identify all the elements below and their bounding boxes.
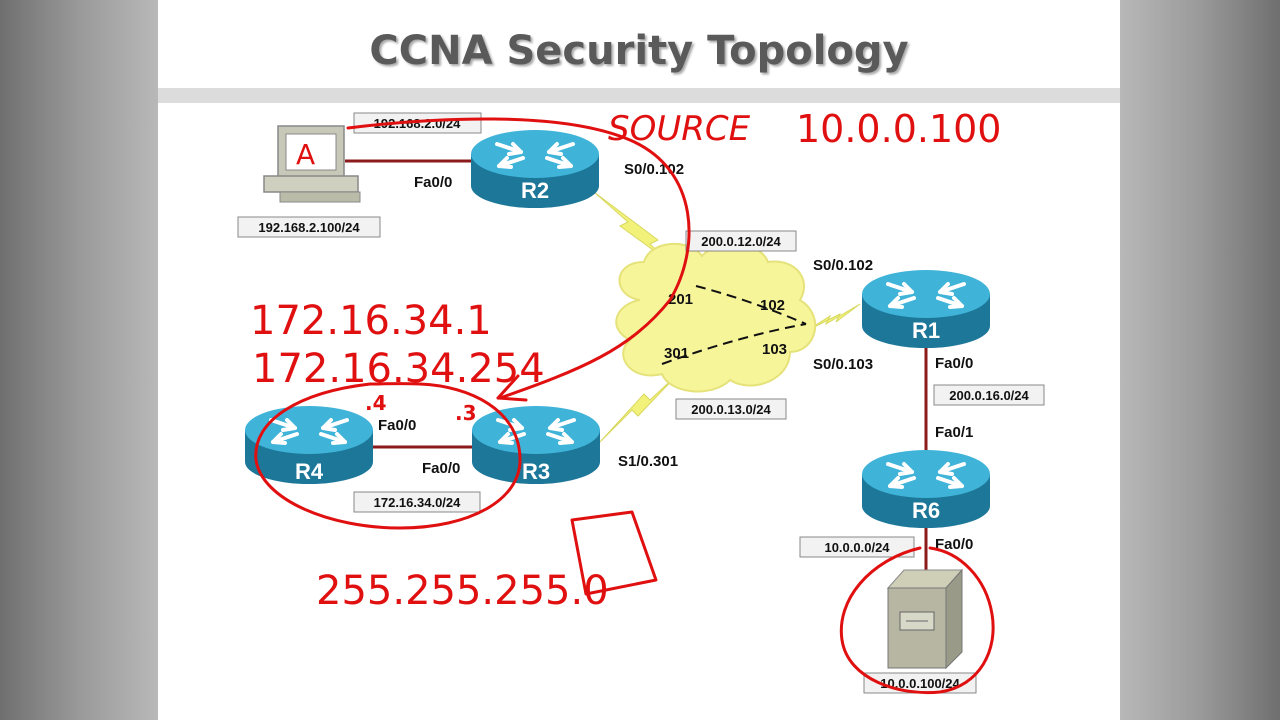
- source-ip: 10.0.0.100: [796, 107, 1001, 151]
- serial-link-r1-icon: [807, 303, 861, 331]
- router-r6[interactable]: R6: [860, 448, 992, 530]
- handwritten-annotations: A SOURCE 10.0.0.100 172.16.34.1 172.16.3…: [250, 107, 1001, 695]
- slide-title: CCNA Security Topology: [369, 28, 909, 74]
- r2-s0-label: S0/0.102: [624, 161, 684, 178]
- host-a-label: A: [296, 138, 315, 171]
- network-box-192-168-2-0: 192.168.2.0/24: [353, 112, 482, 134]
- annotation-ip-1: 172.16.34.1: [250, 298, 492, 344]
- server-icon: [886, 568, 964, 670]
- host-a-computer-icon: [263, 125, 361, 203]
- r3-fa00-label: Fa0/0: [422, 460, 460, 477]
- svg-text:10.0.0.100/24: 10.0.0.100/24: [880, 676, 960, 691]
- mask-zero-box: [570, 510, 658, 596]
- router-r6-label: R6: [912, 498, 940, 523]
- annotation-ip-2: 172.16.34.254: [252, 346, 545, 392]
- serial-link-r2-icon: [593, 191, 665, 259]
- network-box-200-0-16-0: 200.0.16.0/24: [933, 384, 1045, 406]
- r1-s0-103-label: S0/0.103: [813, 356, 873, 373]
- network-box-10-0-0-0: 10.0.0.0/24: [799, 536, 915, 558]
- network-box-172-16-34-0: 172.16.34.0/24: [353, 491, 481, 513]
- pvc-201-102: [695, 285, 807, 325]
- path-arrow: [346, 117, 691, 400]
- router-r4-label: R4: [295, 459, 324, 484]
- router-r3[interactable]: R3: [470, 404, 602, 486]
- svg-text:200.0.13.0/24: 200.0.13.0/24: [691, 402, 771, 417]
- r2-fa00-label: Fa0/0: [414, 174, 452, 191]
- host-a-ip-box: 192.168.2.100/24: [237, 216, 381, 238]
- frame-relay-cloud-icon: [615, 243, 817, 393]
- router-r2-label: R2: [521, 178, 549, 203]
- r4-fa00-label: Fa0/0: [378, 417, 416, 434]
- r1-s0-102-label: S0/0.102: [813, 257, 873, 274]
- title-divider: [158, 88, 1120, 103]
- r6-fa00-label: Fa0/0: [935, 536, 973, 553]
- network-box-200-0-13-0: 200.0.13.0/24: [675, 398, 787, 420]
- annotation-r4-host: .4: [365, 391, 387, 415]
- dlci-301: 301: [664, 345, 689, 362]
- r6-fa01-label: Fa0/1: [935, 424, 973, 441]
- router-r3-label: R3: [522, 459, 550, 484]
- router-r1-label: R1: [912, 318, 940, 343]
- r1-fa00-label: Fa0/0: [935, 355, 973, 372]
- annotation-r3-host: .3: [455, 401, 477, 425]
- dlci-102: 102: [760, 297, 785, 314]
- svg-text:192.168.2.100/24: 192.168.2.100/24: [258, 220, 360, 235]
- svg-text:10.0.0.0/24: 10.0.0.0/24: [824, 540, 890, 555]
- router-r1[interactable]: R1: [860, 268, 992, 350]
- source-label: SOURCE: [608, 109, 751, 149]
- router-r4[interactable]: R4: [243, 404, 375, 486]
- server-circle: [839, 546, 995, 695]
- router-r2[interactable]: R2: [469, 128, 601, 210]
- network-box-200-0-12-0: 200.0.12.0/24: [685, 230, 797, 252]
- svg-text:200.0.12.0/24: 200.0.12.0/24: [701, 234, 781, 249]
- svg-text:172.16.34.0/24: 172.16.34.0/24: [374, 495, 462, 510]
- r3-s1-label: S1/0.301: [618, 453, 678, 470]
- arrowhead: [496, 374, 528, 402]
- annotation-mask: 255.255.255.0: [316, 568, 609, 614]
- pvc-301-103: [661, 323, 807, 365]
- dlci-103: 103: [762, 341, 787, 358]
- r3-r4-circle: [254, 382, 522, 530]
- svg-text:200.0.16.0/24: 200.0.16.0/24: [949, 388, 1029, 403]
